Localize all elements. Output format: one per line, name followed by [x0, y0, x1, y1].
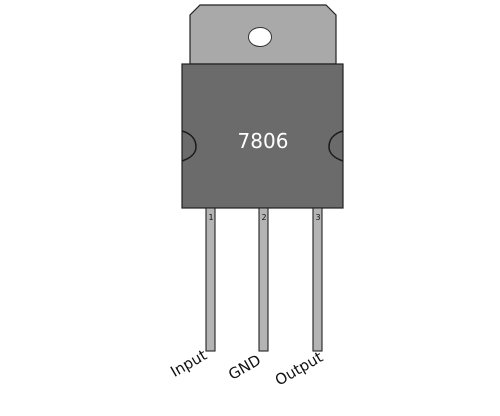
regulator-body	[181, 63, 344, 209]
lead-pin-1	[205, 207, 216, 352]
pin-label-output: Output	[272, 348, 326, 390]
pin-label-input: Input	[167, 346, 210, 381]
mounting-hole	[248, 27, 272, 47]
lead-pin-2	[258, 207, 269, 352]
pin-number-2: 2	[261, 213, 266, 222]
pin-label-gnd: GND	[225, 351, 264, 384]
body-notch-right	[328, 130, 344, 162]
part-number: 7806	[238, 129, 289, 153]
pin-number-3: 3	[315, 213, 320, 222]
lead-pin-3	[312, 207, 323, 352]
pin-number-1: 1	[208, 213, 213, 222]
body-notch-left	[181, 130, 197, 162]
